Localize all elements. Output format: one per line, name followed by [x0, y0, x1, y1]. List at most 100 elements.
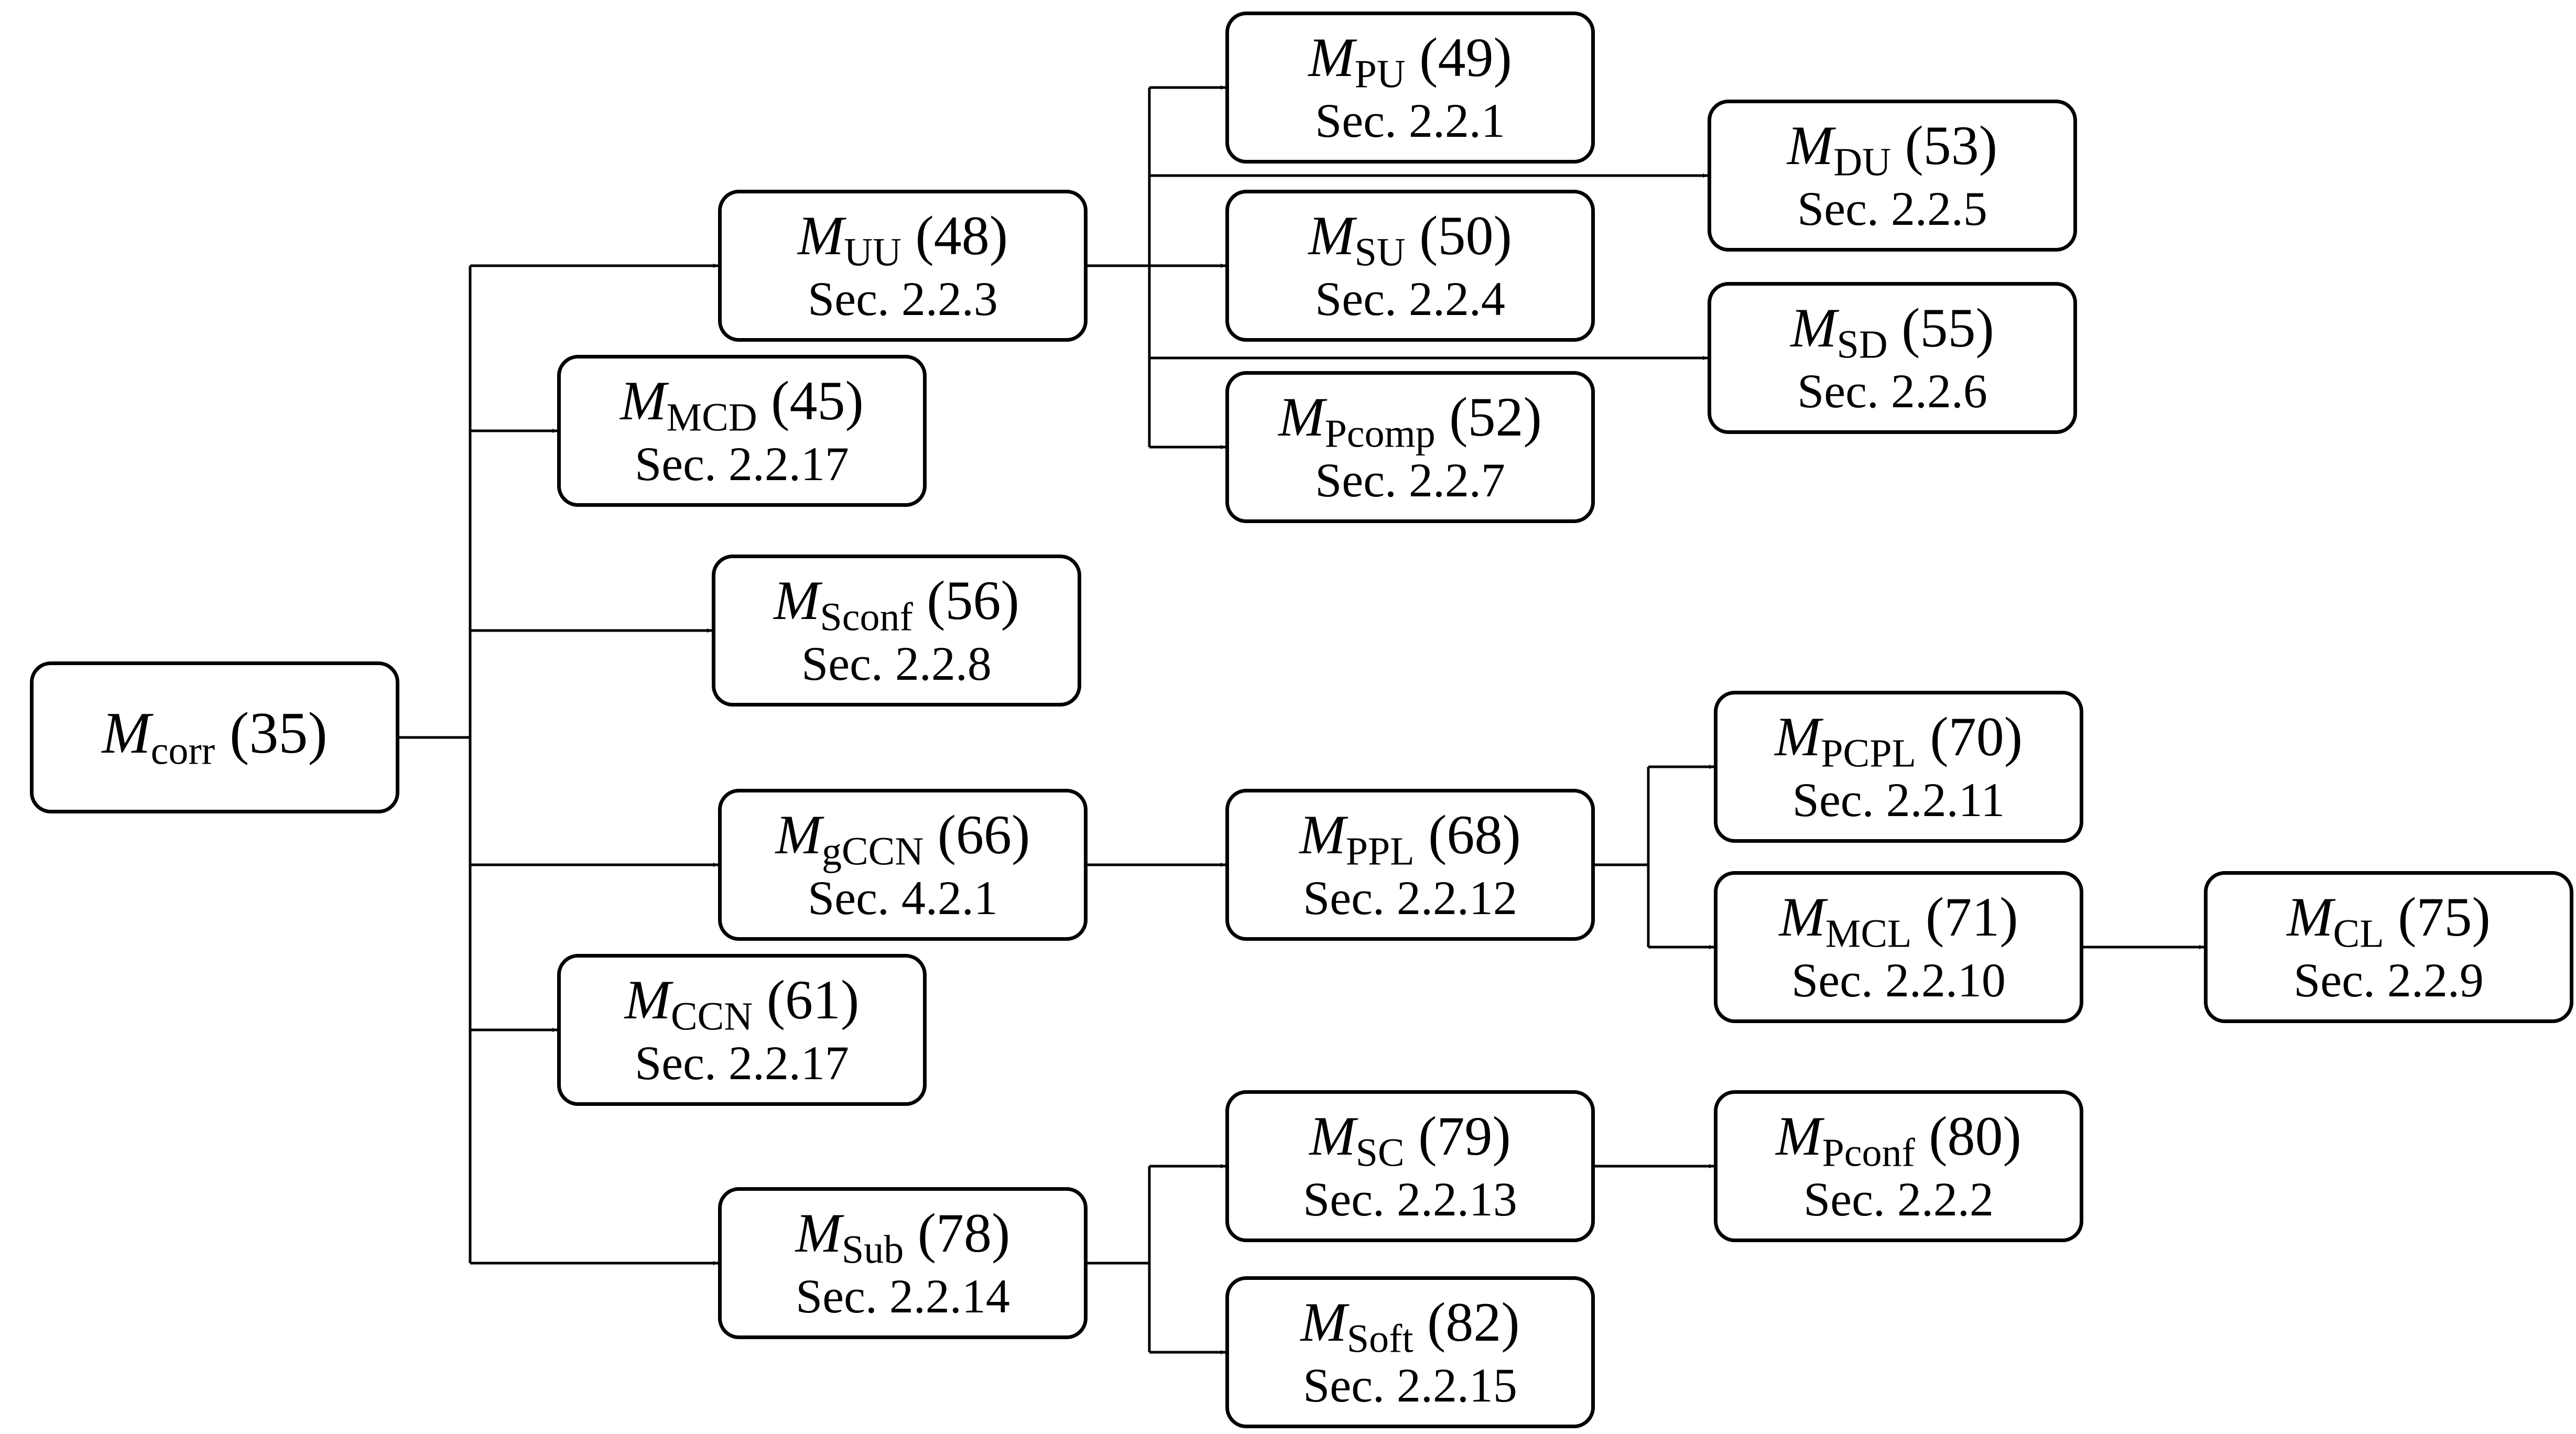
node-number: (75): [2398, 886, 2491, 948]
node-section: Sec. 2.2.13: [1303, 1172, 1517, 1226]
node-title: MPcomp (52): [1278, 386, 1542, 454]
node-title: MPconf (80): [1776, 1105, 2021, 1175]
node-number: (61): [766, 969, 860, 1030]
node-title: MMCL (71): [1779, 886, 2018, 955]
node-m-soft: MSoft (82) Sec. 2.2.15: [1225, 1276, 1595, 1428]
node-title: MMCD (45): [620, 370, 864, 439]
node-number: (48): [915, 204, 1008, 266]
node-symbol: M: [1787, 114, 1834, 176]
node-number: (53): [1905, 114, 1998, 176]
node-section: Sec. 2.2.3: [808, 272, 998, 326]
node-subscript: Sconf: [820, 594, 913, 639]
node-subscript: PCPL: [1821, 731, 1916, 775]
node-m-ccn: MCCN (61) Sec. 2.2.17: [557, 954, 927, 1106]
node-symbol: M: [1774, 705, 1821, 767]
node-title: MPU (49): [1308, 29, 1512, 95]
node-symbol: M: [2287, 886, 2333, 948]
node-title: MSub (78): [795, 1202, 1010, 1272]
node-title: MPCPL (70): [1774, 705, 2023, 775]
node-number: (82): [1427, 1291, 1520, 1353]
node-symbol: M: [1308, 26, 1355, 88]
node-m-mcd: MMCD (45) Sec. 2.2.17: [557, 355, 927, 507]
node-title: MgCCN (66): [775, 803, 1030, 873]
node-subscript: SD: [1836, 322, 1888, 366]
node-section: Sec. 2.2.15: [1303, 1359, 1517, 1413]
node-m-gccn: MgCCN (66) Sec. 4.2.1: [718, 789, 1088, 941]
node-subscript: Sub: [841, 1227, 904, 1272]
node-m-du: MDU (53) Sec. 2.2.5: [1708, 100, 2077, 252]
node-section: Sec. 2.2.6: [1797, 364, 1987, 418]
node-title: MSoft (82): [1300, 1294, 1519, 1360]
node-number: (49): [1419, 26, 1512, 88]
node-number: (79): [1418, 1105, 1511, 1167]
node-subscript: PU: [1354, 51, 1406, 96]
node-subscript: CL: [2333, 911, 2384, 955]
node-m-corr: Mcorr (35): [30, 661, 399, 813]
node-symbol: M: [797, 204, 844, 266]
node-section: Sec. 2.2.7: [1315, 453, 1505, 507]
node-subscript: corr: [150, 729, 215, 773]
node-subscript: MCD: [666, 395, 757, 439]
node-m-pcpl: MPCPL (70) Sec. 2.2.11: [1714, 691, 2083, 843]
node-title: MSU (50): [1308, 204, 1512, 274]
node-number: (56): [927, 569, 1019, 631]
node-m-pcomp: MPcomp (52) Sec. 2.2.7: [1225, 371, 1595, 523]
node-m-cl: MCL (75) Sec. 2.2.9: [2204, 871, 2573, 1023]
node-symbol: M: [795, 1202, 842, 1264]
node-section: Sec. 2.2.5: [1797, 182, 1987, 236]
node-symbol: M: [624, 969, 671, 1030]
node-subscript: MCL: [1825, 911, 1912, 955]
node-section: Sec. 2.2.17: [635, 437, 849, 491]
node-number: (45): [771, 370, 864, 431]
node-title: MSconf (56): [774, 572, 1019, 638]
node-m-sc: MSC (79) Sec. 2.2.13: [1225, 1090, 1595, 1242]
node-m-pconf: MPconf (80) Sec. 2.2.2: [1714, 1090, 2083, 1242]
node-subscript: DU: [1833, 139, 1891, 184]
node-section: Sec. 2.2.11: [1792, 773, 2005, 827]
node-number: (78): [917, 1202, 1010, 1264]
node-section: Sec. 2.2.14: [796, 1269, 1010, 1323]
node-symbol: M: [1779, 886, 1825, 948]
node-title: MUU (48): [797, 204, 1008, 274]
node-m-sconf: MSconf (56) Sec. 2.2.8: [712, 555, 1081, 707]
node-symbol: M: [1790, 297, 1837, 358]
node-title: MPPL (68): [1299, 806, 1520, 872]
node-symbol: M: [1300, 1291, 1347, 1353]
node-subscript: gCCN: [821, 829, 924, 873]
node-number: (70): [1930, 705, 2023, 767]
node-m-sd: MSD (55) Sec. 2.2.6: [1708, 282, 2077, 434]
node-m-uu: MUU (48) Sec. 2.2.3: [718, 190, 1088, 342]
node-subscript: Soft: [1346, 1316, 1414, 1361]
node-subscript: SC: [1355, 1130, 1405, 1175]
node-title: MCCN (61): [624, 969, 860, 1037]
node-section: Sec. 2.2.4: [1315, 272, 1505, 326]
node-symbol: M: [620, 370, 667, 431]
node-m-mcl: MMCL (71) Sec. 2.2.10: [1714, 871, 2083, 1023]
node-symbol: M: [1309, 1105, 1356, 1167]
node-number: (50): [1419, 204, 1512, 266]
node-section: Sec. 2.2.8: [801, 637, 992, 691]
node-title: MSC (79): [1309, 1105, 1511, 1175]
node-number: (55): [1901, 297, 1994, 358]
node-number: (52): [1449, 386, 1542, 448]
node-subscript: SU: [1354, 230, 1406, 274]
node-symbol: M: [102, 701, 151, 766]
node-number: (35): [230, 701, 328, 766]
node-title: MDU (53): [1787, 117, 1997, 183]
node-title: Mcorr (35): [102, 703, 327, 772]
node-m-pu: MPU (49) Sec. 2.2.1: [1225, 12, 1595, 164]
node-symbol: M: [775, 803, 822, 865]
node-section: Sec. 2.2.12: [1303, 871, 1517, 925]
node-number: (71): [1925, 886, 2018, 948]
node-m-ppl: MPPL (68) Sec. 2.2.12: [1225, 789, 1595, 941]
node-symbol: M: [1776, 1105, 1822, 1167]
node-m-sub: MSub (78) Sec. 2.2.14: [718, 1187, 1088, 1339]
node-subscript: UU: [844, 230, 901, 274]
node-symbol: M: [774, 569, 820, 631]
node-symbol: M: [1308, 204, 1355, 266]
node-number: (66): [937, 803, 1030, 865]
node-section: Sec. 2.2.9: [2294, 953, 2484, 1007]
node-subscript: Pconf: [1822, 1130, 1915, 1175]
